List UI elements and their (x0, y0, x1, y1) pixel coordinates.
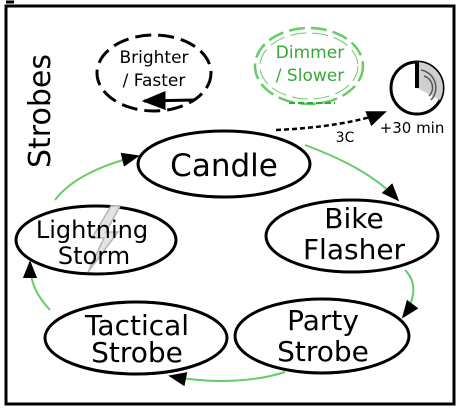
lightning-bolt-icon (87, 205, 122, 273)
mode-candle-label: Candle (170, 148, 278, 184)
timer-arrow (275, 110, 387, 132)
mode-bike-flasher-line2: Flasher (303, 233, 406, 266)
timer-label: +30 min (380, 119, 445, 137)
mode-lightning-storm-line1: Lightning (36, 216, 148, 244)
timer-transition[interactable]: 3C +30 min (275, 60, 445, 146)
brighter-faster-control[interactable]: Brighter / Faster (95, 33, 213, 113)
mode-tactical-strobe-line1: Tactical (84, 309, 189, 342)
mode-candle[interactable]: Candle (136, 129, 312, 199)
mode-party-strobe[interactable]: Party Strobe (233, 297, 411, 375)
mode-cycle-arrows (22, 144, 419, 387)
mode-bike-flasher-line1: Bike (324, 202, 383, 235)
mode-bike-flasher[interactable]: Bike Flasher (264, 198, 440, 274)
mode-party-strobe-line2: Strobe (277, 335, 369, 368)
clock-icon (389, 60, 445, 116)
brighter-label: Brighter (119, 48, 188, 68)
mode-lightning-storm-line2: Storm (58, 242, 130, 270)
dimmer-slower-control[interactable]: Dimmer / Slower (253, 26, 365, 106)
mode-party-strobe-line1: Party (287, 304, 359, 337)
mode-tactical-strobe[interactable]: Tactical Strobe (43, 300, 229, 376)
dimmer-label: Dimmer (276, 43, 344, 63)
mode-tactical-strobe-line2: Strobe (91, 336, 183, 369)
panel-frame (4, 0, 456, 406)
mode-lightning-storm[interactable]: Lightning Storm (14, 204, 178, 276)
slower-label: / Slower (276, 66, 344, 86)
faster-label: / Faster (123, 71, 186, 91)
panel-title: Strobes (23, 54, 58, 168)
three-click-label: 3C (336, 130, 355, 146)
brighter-arrow (141, 90, 195, 111)
